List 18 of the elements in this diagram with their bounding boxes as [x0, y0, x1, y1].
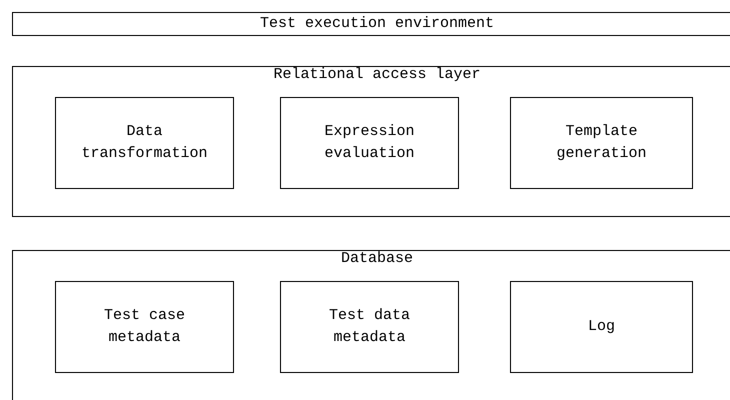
component-label: Data transformation: [80, 122, 209, 164]
layer-bar: [12, 12, 730, 36]
layer-panel: [12, 250, 730, 400]
component-label: Template generation: [555, 122, 648, 164]
component-box: [280, 281, 459, 373]
component-box: [510, 97, 693, 189]
layer-title: Test execution environment: [260, 14, 494, 34]
component-box: [55, 281, 234, 373]
component-box: [55, 97, 234, 189]
layer-title: Database: [341, 249, 413, 269]
component-label: Test case metadata: [102, 306, 186, 348]
component-box: [280, 97, 459, 189]
component-label: Log: [586, 317, 616, 337]
component-box: [510, 281, 693, 373]
layer-title: Relational access layer: [273, 65, 481, 85]
component-label: Expression evaluation: [323, 122, 416, 164]
layer-panel: [12, 66, 730, 217]
component-label: Test data metadata: [328, 306, 411, 348]
